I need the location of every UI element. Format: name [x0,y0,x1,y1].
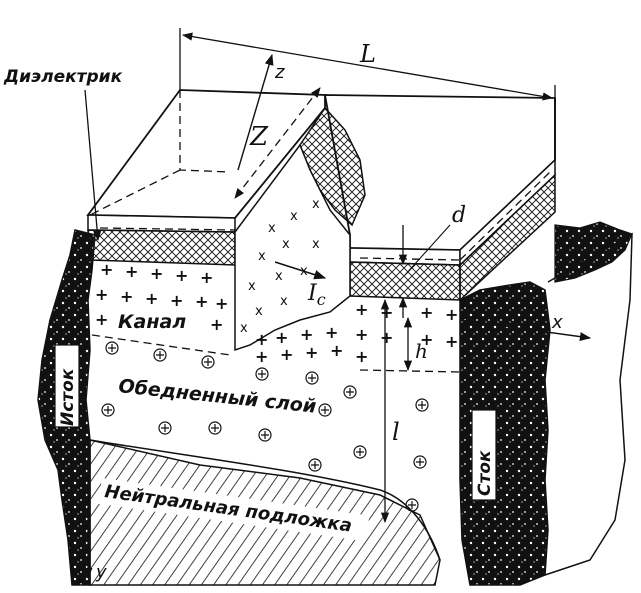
dimension-Z-label: Z [249,122,269,152]
svg-text:+: + [210,315,223,334]
dimension-Z-arrow [234,87,321,199]
substrate-label-bg [98,477,370,542]
svg-text:x: x [240,321,248,336]
svg-text:+: + [255,347,268,366]
svg-text:+: + [445,332,458,351]
axis-z-line [237,53,274,171]
svg-text:+: + [150,264,163,283]
svg-text:+: + [325,323,338,342]
dimension-l-label: l [392,418,400,446]
dimension-L-label: L [359,40,376,68]
dielectric-pointer [84,89,102,242]
substrate-rough-edge-top [554,221,633,283]
current-label: Ic [307,281,326,309]
channel-charges-left: +++++ ++++++ ++ [95,260,228,334]
dimension-d-label: d [452,203,466,228]
svg-text:+: + [420,330,433,349]
svg-text:+: + [300,325,313,344]
source-label: Исток [58,368,78,426]
svg-text:+: + [175,266,188,285]
gate-front-left [87,214,236,233]
svg-text:+: + [170,291,183,310]
current-label-sub: c [317,290,326,309]
svg-text:+: + [280,345,293,364]
svg-text:+: + [125,262,138,281]
svg-text:+: + [380,303,393,322]
dimension-h-label: h [415,339,428,363]
svg-text:+: + [380,328,393,347]
svg-text:x: x [290,209,298,224]
svg-text:x: x [282,237,290,252]
svg-text:+: + [200,268,213,287]
drain-label: Сток [475,450,495,496]
depletion-region-boundary [89,439,441,561]
svg-text:+: + [255,330,268,349]
gate-hidden-edges [89,90,551,261]
dimension-d-leader [404,224,451,276]
axis-x-line [459,319,592,342]
svg-text:+: + [100,260,113,279]
svg-text:+: + [275,328,288,347]
svg-text:x: x [312,197,320,212]
drain-label-box [471,409,497,501]
dielectric-front-right [349,261,461,301]
svg-text:+: + [95,285,108,304]
depleted-layer-charges [101,341,429,512]
svg-text:+: + [355,325,368,344]
svg-text:x: x [255,304,263,319]
channel-label: Канал [118,311,186,333]
axis-y-label: y [95,562,107,583]
svg-text:+: + [330,341,343,360]
svg-text:+: + [355,300,368,319]
dielectric-side-right [459,173,556,302]
svg-text:x: x [268,221,276,236]
source-label-box [54,344,80,428]
svg-text:+: + [445,305,458,324]
svg-text:+: + [420,303,433,322]
svg-text:x: x [275,269,283,284]
dielectric-label: Диэлектрик [3,67,123,87]
axis-x-label: x [551,312,563,333]
depleted-layer-label: Обедненный слой [117,375,317,418]
svg-text:+: + [355,347,368,366]
svg-text:x: x [248,279,256,294]
drain-region [459,281,551,586]
current-label-main: I [307,281,318,306]
channel-charges-right: ++++ ++++ ++++ +++++ [255,300,458,366]
axis-z-label: z [274,62,285,83]
current-arrow [274,261,327,280]
svg-text:+: + [215,294,228,313]
svg-text:x: x [258,249,266,264]
svg-text:+: + [195,292,208,311]
svg-text:x: x [280,294,288,309]
svg-text:+: + [95,310,108,329]
channel-boundary-dashed [91,334,461,373]
dimension-L-arrow [181,32,554,101]
svg-text:+: + [120,287,133,306]
svg-text:+: + [145,289,158,308]
svg-text:+: + [305,343,318,362]
substrate-right-face [544,232,633,576]
svg-text:x: x [312,237,320,252]
